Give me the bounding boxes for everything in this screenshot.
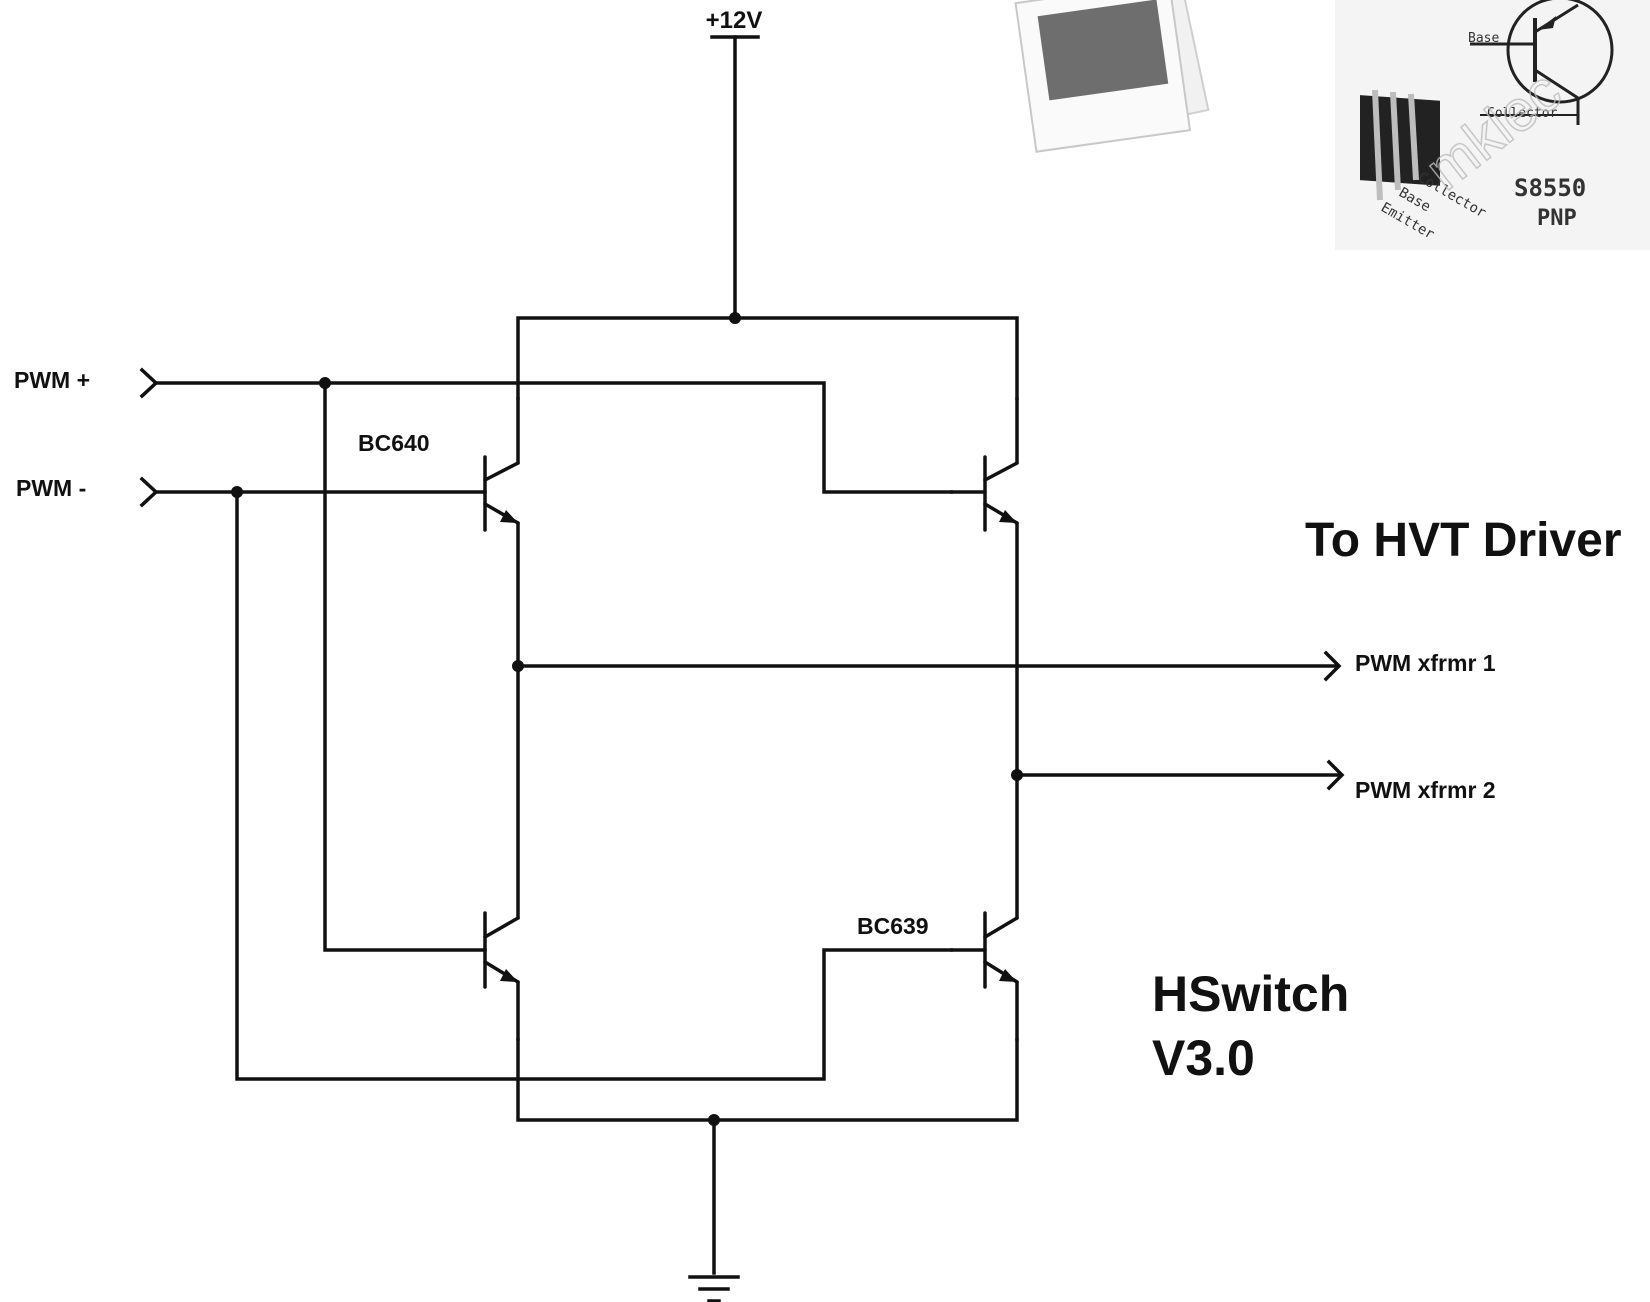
- to220-package-icon: [1360, 89, 1440, 201]
- symbol-base-label: Base: [1468, 31, 1499, 46]
- transistor-pinout-inset: Collector Base Emitter Base Collector S8…: [1335, 0, 1650, 250]
- title-line-1: HSwitch: [1152, 966, 1349, 1022]
- pnp-symbol-icon: [1470, 0, 1614, 125]
- top-rail: [516, 316, 1019, 400]
- part-type-label: PNP: [1537, 206, 1577, 231]
- part-number-label: S8550: [1514, 174, 1586, 202]
- q1-label: BC640: [358, 430, 430, 456]
- photo-icon: [1014, 0, 1210, 153]
- pwm-minus-connector-icon: [139, 476, 159, 508]
- supply-label: +12V: [706, 7, 763, 34]
- pwm-minus-lower-wire: [235, 490, 953, 1081]
- pwm-plus-connector-icon: [139, 367, 159, 399]
- pwm-minus-label: PWM -: [16, 475, 86, 501]
- q4-label: BC639: [857, 913, 929, 939]
- ground-icon: [688, 1275, 740, 1302]
- pwm-plus-lower-wire: [323, 381, 487, 952]
- output-heading: To HVT Driver: [1305, 514, 1622, 567]
- transistor-q4-icon: [949, 773, 1019, 1042]
- transistor-q1-icon: [483, 396, 520, 668]
- title-line-2: V3.0: [1152, 1030, 1255, 1086]
- symbol-collector-label: Collector: [1487, 106, 1558, 121]
- output-1-arrow-icon: [1323, 650, 1342, 682]
- output-2-arrow-icon: [1326, 759, 1345, 791]
- output-1-label: PWM xfrmr 1: [1355, 650, 1496, 676]
- transistor-q3-icon: [483, 664, 520, 1042]
- junction-dot: [729, 312, 741, 324]
- output-2-label: PWM xfrmr 2: [1355, 777, 1496, 803]
- pwm-plus-label: PWM +: [14, 367, 90, 393]
- transistor-q2-icon: [949, 396, 1019, 777]
- pwm-plus-wire: [154, 381, 953, 494]
